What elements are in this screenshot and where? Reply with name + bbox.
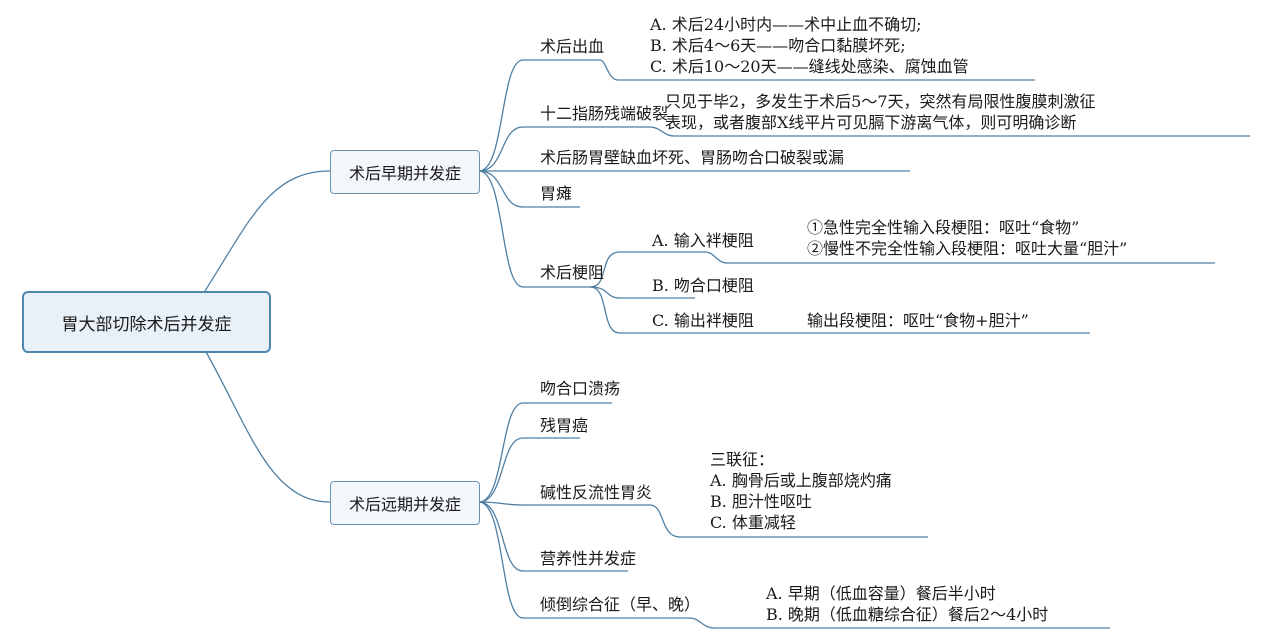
reflux-detail: B. 胆汁性呕吐 [710,492,812,511]
node-anastomotic-obstruction[interactable]: B. 吻合口梗阻 [652,276,754,295]
node-dumping-syndrome[interactable]: 倾倒综合征（早、晚） [540,595,701,614]
node-bleeding[interactable]: 术后出血 [540,37,605,56]
node-obstruction[interactable]: 术后梗阻 [540,263,605,282]
node-nutritional[interactable]: 营养性并发症 [540,549,637,568]
late-complications-node[interactable]: 术后远期并发症 [330,481,480,525]
node-afferent-loop[interactable]: A. 输入袢梗阻 [652,231,754,250]
reflux-detail: C. 体重减轻 [710,513,796,532]
node-remnant-cancer[interactable]: 残胃癌 [540,416,589,435]
node-anastomotic-ulcer[interactable]: 吻合口溃疡 [540,379,621,398]
bleeding-detail: A. 术后24小时内——术中止血不确切; [650,15,922,34]
dumping-detail: A. 早期（低血容量）餐后半小时 [766,584,996,603]
afferent-detail: ①急性完全性输入段梗阻：呕吐“食物” [807,218,1080,237]
node-reflux-gastritis[interactable]: 碱性反流性胃炎 [540,483,653,502]
early-label: 术后早期并发症 [348,164,461,183]
bleeding-detail: C. 术后10～20天——缝线处感染、腐蚀血管 [650,57,969,76]
node-duodenal-stump[interactable]: 十二指肠残端破裂 [540,104,669,123]
duodenal-detail: 只见于毕2，多发生于术后5～7天，突然有局限性腹膜刺激征 [665,92,1096,111]
root-node[interactable]: 胃大部切除术后并发症 [22,291,271,353]
afferent-detail: ②慢性不完全性输入段梗阻：呕吐大量“胆汁” [807,239,1128,258]
bleeding-detail: B. 术后4～6天——吻合口黏膜坏死; [650,36,906,55]
node-efferent-loop[interactable]: C. 输出袢梗阻 [652,311,754,330]
connector-root-early [204,170,331,292]
connector-root-late [204,349,331,503]
reflux-detail: 三联征： [710,450,775,469]
duodenal-detail: 表现，或者腹部X线平片可见膈下游离气体，则可明确诊断 [665,113,1077,132]
root-label: 胃大部切除术后并发症 [61,314,232,335]
dumping-detail: B. 晚期（低血糖综合征）餐后2～4小时 [766,605,1049,624]
early-complications-node[interactable]: 术后早期并发症 [330,150,480,194]
node-ischemia[interactable]: 术后肠胃壁缺血坏死、胃肠吻合口破裂或漏 [540,148,845,167]
efferent-detail: 输出段梗阻：呕吐“食物+胆汁” [807,311,1029,330]
late-label: 术后远期并发症 [348,495,461,514]
node-gastroparesis[interactable]: 胃瘫 [540,184,573,203]
reflux-detail: A. 胸骨后或上腹部烧灼痛 [710,471,892,490]
